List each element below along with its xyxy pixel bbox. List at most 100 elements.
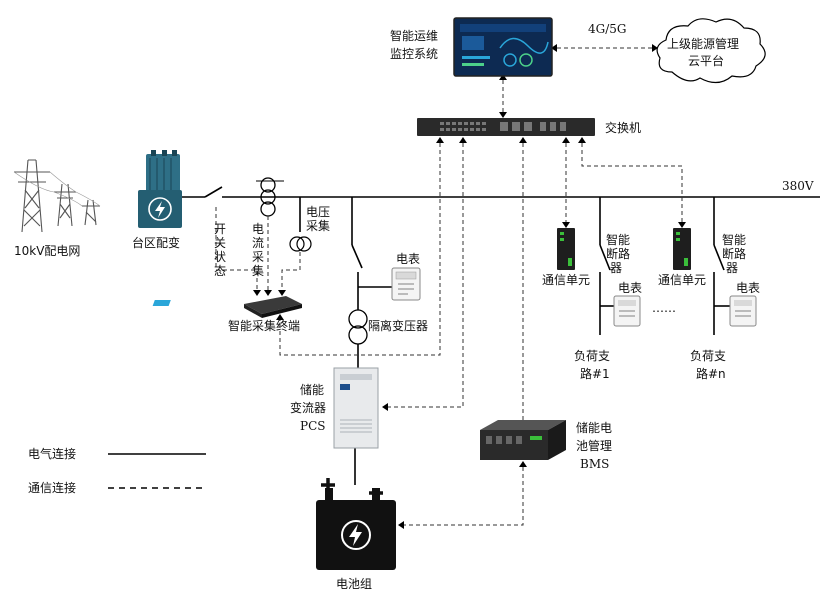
label-branchn-0: 负荷支 <box>690 349 726 363</box>
label-breaker1-1: 断路 <box>606 246 630 261</box>
pcs-unit: 储能 变流器 PCS <box>290 367 379 449</box>
isolation-transformer-ring-1 <box>348 309 368 329</box>
label-pcs-line1: 储能 <box>300 382 324 397</box>
bms-unit: 储能电 池管理 BMS <box>480 420 612 471</box>
cloud-icon <box>656 18 766 84</box>
label-switch-state-0: 开 <box>214 222 226 236</box>
label-switch: 交换机 <box>605 120 641 135</box>
arrow-unit1 <box>562 222 570 228</box>
label-comm-unit-1: 通信单元 <box>542 273 590 287</box>
label-switch-state-3: 态 <box>214 264 226 278</box>
cloud-platform: 上级能源管理 云平台 <box>656 18 766 84</box>
label-current-1: 流 <box>252 236 264 250</box>
battery-minus-post <box>372 488 380 502</box>
communication-wiring <box>215 44 686 529</box>
label-terminal: 智能采集终端 <box>228 318 300 333</box>
voltage-transformer-ring-1 <box>289 236 305 252</box>
label-bms-line2: 池管理 <box>576 438 612 453</box>
arrow-switch-state <box>253 290 261 296</box>
battery-pack: 电池组 <box>316 478 396 591</box>
monitor-screen <box>453 17 553 77</box>
arrow-up-monitor <box>499 74 507 80</box>
label-switch-state-1: 关 <box>214 236 226 250</box>
comm-switch-state <box>215 207 258 290</box>
label-main-meter: 电表 <box>396 252 420 266</box>
arrow-down-switch <box>499 112 507 118</box>
comm-voltage-sampling <box>281 252 301 290</box>
label-pcs-line2: 变流器 <box>290 400 326 415</box>
tower-icon <box>13 159 101 233</box>
arrow-unit2-switch <box>578 137 586 143</box>
label-breaker2-1: 断路 <box>722 246 746 261</box>
arrow-voltage-sampling <box>278 290 286 296</box>
comm-switch-pcs <box>388 143 464 408</box>
electric-wiring <box>180 177 820 485</box>
arrow-unit1-switch <box>562 137 570 143</box>
terminal-device <box>244 296 302 314</box>
isolation-transformer-ring-2 <box>348 325 368 345</box>
comm-unit-1-device <box>557 228 575 270</box>
label-breaker1-0: 智能 <box>606 232 630 247</box>
label-voltage-1: 采集 <box>306 218 330 233</box>
label-breaker1-2: 器 <box>610 261 622 275</box>
arrow-battery <box>398 521 404 529</box>
label-switch-state-2: 状 <box>214 250 226 264</box>
comm-unit-2-device <box>673 228 691 270</box>
arrow-right-cloud <box>652 44 658 52</box>
label-transformer: 台区配变 <box>132 235 180 250</box>
main-meter: 电表 <box>391 252 421 301</box>
label-breaker2-2: 器 <box>726 261 738 275</box>
arrow-terminal-switch <box>436 137 444 143</box>
arrow-unit2 <box>678 222 686 228</box>
current-transformer-ring-1 <box>260 177 276 193</box>
label-ellipsis: …… <box>652 301 676 315</box>
legend-comm-label: 通信连接 <box>28 480 76 495</box>
comm-switch-terminal <box>279 143 441 356</box>
label-battery: 电池组 <box>336 577 372 591</box>
network-switch: 交换机 <box>417 118 641 136</box>
label-bms-line1: 储能电 <box>576 420 612 435</box>
label-network: 4G/5G <box>588 22 626 36</box>
main-switch-blade <box>204 186 223 198</box>
label-branch1-0: 负荷支 <box>574 349 610 363</box>
switch-state-label: 开 关 状 态 <box>214 222 226 278</box>
arrow-pcs-switch <box>459 137 467 143</box>
lightning-icon-ring <box>148 197 172 221</box>
arrow-pcs <box>382 403 388 411</box>
comm-bms-battery <box>404 467 524 526</box>
battery-plus-post <box>325 488 333 502</box>
label-breaker2-0: 智能 <box>722 232 746 247</box>
legend-electric-label: 电气连接 <box>28 446 76 461</box>
voltage-transformer-ring-2 <box>296 236 312 252</box>
monitoring-system: 智能运维 监控系统 4G/5G <box>390 17 626 77</box>
label-branchn-1: 路#n <box>696 366 726 381</box>
legend: 电气连接 通信连接 <box>28 446 206 495</box>
arrow-current-sampling <box>264 290 272 296</box>
label-meter-1: 电表 <box>618 281 642 295</box>
label-current-2: 采 <box>252 250 264 264</box>
plus-icon <box>321 478 335 492</box>
label-bms-line3: BMS <box>580 457 609 471</box>
voltage-sampling-label: 电压 采集 <box>306 205 330 233</box>
arrow-left-monitor <box>551 44 557 52</box>
battery-lightning-icon <box>349 524 362 546</box>
label-comm-unit-2: 通信单元 <box>658 273 706 287</box>
current-transformer-ring-2 <box>260 189 276 205</box>
label-grid: 10kV配电网 <box>14 244 80 258</box>
label-current-0: 电 <box>252 222 264 236</box>
comm-switch-unit2 <box>581 143 683 222</box>
load-branch-n: 通信单元 智能 断路 器 电表 负荷支 路#n <box>658 228 760 381</box>
power-grid-towers: 10kV配电网 <box>13 159 101 258</box>
branchn-breaker-blade <box>713 244 725 271</box>
label-meter-2: 电表 <box>736 281 760 295</box>
label-isolation-transformer: 隔离变压器 <box>368 318 428 333</box>
smart-terminal: 智能采集终端 <box>152 296 302 333</box>
branch1-breaker-blade <box>599 244 611 271</box>
current-sampling-label: 电 流 采 集 <box>252 222 264 278</box>
arrow-bms-bottom <box>519 461 527 467</box>
arrow-terminal <box>276 314 284 320</box>
pcs-cabinet <box>333 367 379 449</box>
label-current-3: 集 <box>252 263 264 278</box>
pcs-branch-switch-blade <box>351 244 363 269</box>
